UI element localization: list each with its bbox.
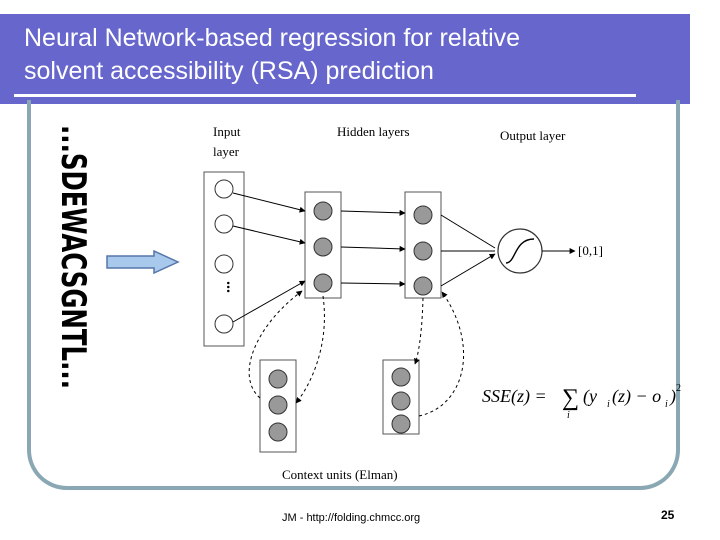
title-underline [14, 94, 636, 97]
title-bar [0, 14, 690, 104]
input-arrow-shape [106, 250, 180, 274]
protein-sequence-text: ...SDEWACSGNTL... [53, 125, 90, 389]
formula-mid-sub: i [665, 399, 668, 410]
context-node [268, 369, 288, 389]
input-arrow [106, 250, 180, 274]
formula-exponent: 2 [676, 383, 681, 394]
sigmoid-icon [505, 238, 535, 264]
formula-lhs: SSE(z) = [482, 386, 547, 407]
formula-body: (y [583, 386, 597, 407]
hidden-node [313, 273, 333, 293]
hidden-layers-label: Hidden layers [337, 124, 410, 139]
connection-arrow [232, 192, 306, 213]
connection-arrow [340, 209, 406, 216]
input-layer-label-2: layer [213, 144, 240, 159]
input-node [214, 179, 234, 199]
input-ellipsis: ... [223, 281, 240, 293]
context-node [391, 391, 411, 411]
page-number: 25 [661, 508, 675, 522]
title-line-1: Neural Network-based regression for rela… [24, 24, 521, 52]
content-frame [27, 100, 680, 490]
context-units-label: Context units (Elman) [282, 467, 398, 482]
formula-index: i [567, 410, 570, 421]
output-layer-label: Output layer [500, 128, 566, 143]
formula-close: ) [669, 386, 676, 407]
hidden-node [413, 276, 433, 296]
sse-formula: SSE(z) = ∑ i (y i (z) − o i ) 2 [482, 383, 681, 421]
context-node [268, 422, 288, 442]
context-node [391, 414, 411, 434]
hidden-node [413, 205, 433, 225]
input-layer-label: Input [213, 124, 241, 139]
hidden-node [413, 241, 433, 261]
input-node [214, 314, 234, 334]
connection-line [440, 253, 496, 287]
context-node [268, 395, 288, 415]
hidden-node [313, 237, 333, 257]
recurrent-arrow [295, 295, 325, 404]
context-node [391, 367, 411, 387]
footer-source: JM - http://folding.chmcc.org [282, 512, 421, 524]
recurrent-arrow [248, 290, 303, 399]
connection-arrow [340, 245, 406, 252]
connection-arrow [340, 280, 406, 287]
protein-sequence: ...SDEWACSGNTL... [53, 125, 90, 389]
connection-arrow [232, 225, 306, 245]
network-diagram: Input layer Hidden layers Output layer .… [203, 124, 681, 482]
input-node [214, 214, 234, 234]
recurrent-arrow [414, 297, 424, 365]
formula-body-sub: i [607, 399, 610, 410]
title-line-2: solvent accessibility (RSA) prediction [24, 57, 434, 85]
output-range: [0,1] [578, 243, 603, 258]
hidden-node [313, 201, 333, 221]
slide-title: Neural Network-based regression for rela… [24, 22, 624, 88]
connection-line [440, 214, 496, 249]
formula-sum: ∑ [562, 385, 579, 411]
formula-mid: (z) − o [612, 386, 661, 407]
connection-arrow [232, 280, 306, 323]
output-node [497, 228, 543, 274]
recurrent-arrow [418, 291, 464, 417]
input-node [214, 254, 234, 274]
